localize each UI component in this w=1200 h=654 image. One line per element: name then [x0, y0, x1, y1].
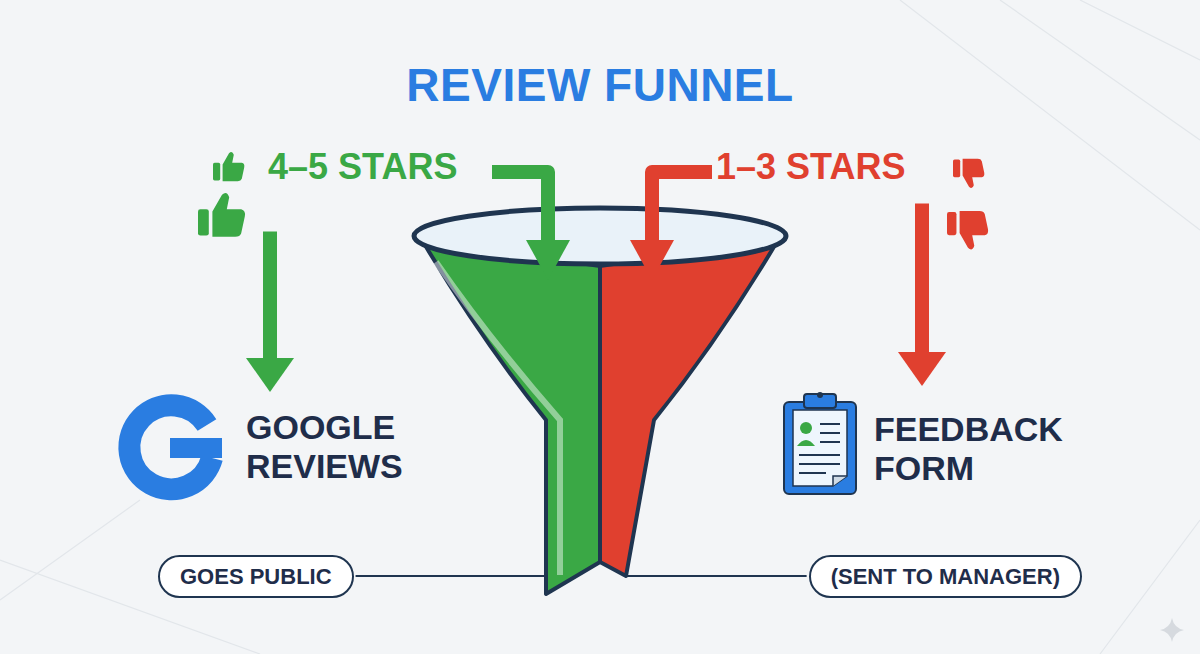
green-arrow — [492, 172, 548, 245]
connector-arrow — [915, 203, 929, 356]
funnel-arrows — [492, 172, 712, 280]
red-arrowhead — [630, 240, 674, 280]
google-g-bar — [170, 438, 222, 458]
funnel — [414, 208, 786, 594]
thumbs-down — [947, 211, 988, 249]
thumbs-up-icons — [198, 152, 245, 237]
diagram-title: REVIEW FUNNEL — [0, 58, 1200, 112]
node-text: 4–5 STARS — [268, 146, 461, 187]
watermark-sparkle — [1160, 618, 1184, 642]
leader-line — [356, 575, 546, 577]
rating-label: 4–5 STARS — [268, 146, 461, 191]
google-logo — [129, 405, 222, 489]
thumbs-down — [953, 159, 984, 188]
rating-label: 1–3 STARS — [716, 146, 909, 191]
destination-label: GOOGLE REVIEWS — [120, 398, 430, 498]
node-text: FEEDBACK FORM — [874, 410, 1084, 488]
funnel-rim — [414, 208, 786, 264]
green-arrowhead — [526, 240, 570, 280]
leader-line — [626, 575, 807, 577]
destination-label: FEEDBACK FORM — [776, 392, 1092, 498]
node-text: GOES PUBLIC — [180, 564, 332, 589]
red-arrow — [652, 172, 712, 245]
thumbs-down-icons — [947, 159, 988, 250]
clipboard-icon — [784, 392, 856, 494]
node-text: 1–3 STARS — [716, 146, 909, 187]
thumbs-up — [213, 152, 244, 181]
thumbs-up — [198, 193, 245, 237]
arrowhead — [246, 358, 294, 392]
status-pill: GOES PUBLIC — [158, 555, 354, 598]
node-text: GOOGLE REVIEWS — [246, 408, 426, 486]
funnel-red-half — [600, 240, 778, 576]
funnel-highlight — [436, 262, 560, 575]
status-pill: (SENT TO MANAGER) — [809, 555, 1082, 598]
node-text: (SENT TO MANAGER) — [831, 564, 1060, 589]
funnel-green-half — [422, 240, 600, 594]
connector-arrow — [263, 231, 277, 362]
arrowhead — [898, 352, 946, 386]
